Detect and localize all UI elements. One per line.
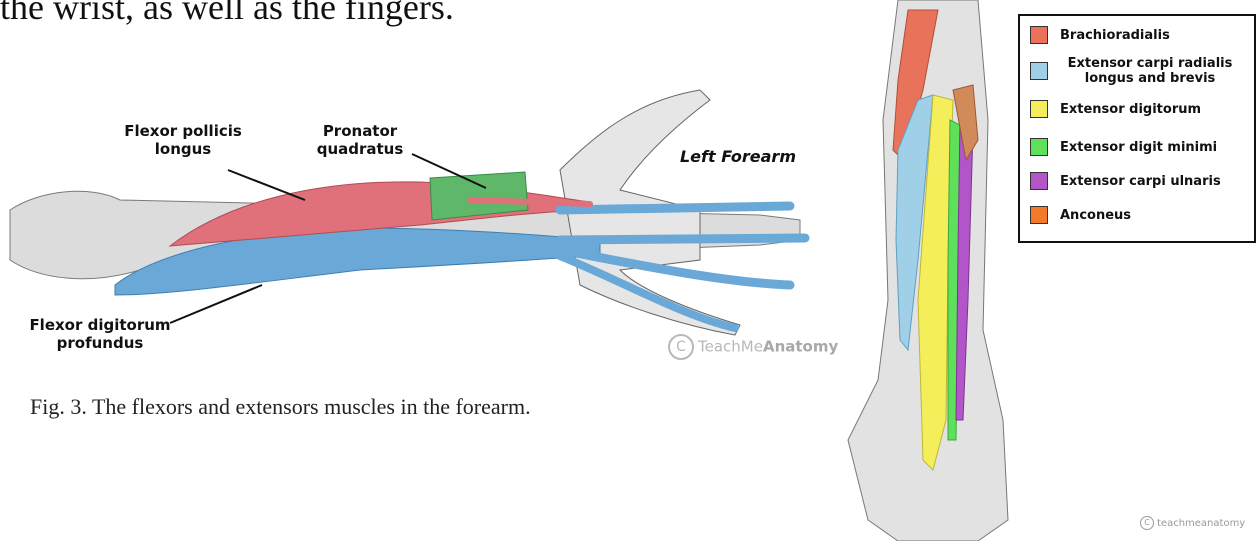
- legend-label: Extensor digit minimi: [1060, 140, 1217, 155]
- copyright-icon: C: [668, 334, 694, 360]
- watermark2-text: teachmeanatomy: [1157, 518, 1245, 529]
- legend-swatch: [1030, 26, 1048, 44]
- legend-label: Extensor carpi ulnaris: [1060, 174, 1221, 189]
- legend-label: Anconeus: [1060, 208, 1131, 223]
- figure-caption: Fig. 3. The flexors and extensors muscle…: [30, 394, 531, 420]
- copyright-icon: C: [1140, 516, 1154, 530]
- watermark-brand-bold: Anatomy: [763, 338, 838, 356]
- legend-swatch: [1030, 206, 1048, 224]
- forearm-extensors-illustration: [838, 0, 1018, 541]
- body-text-line: the wrist, as well as the fingers.: [0, 0, 454, 28]
- forearm-flexors-illustration: [0, 60, 840, 360]
- legend-swatch: [1030, 100, 1048, 118]
- label-pronator-quadratus: Pronator quadratus: [300, 122, 420, 158]
- legend-swatch: [1030, 172, 1048, 190]
- legend-swatch: [1030, 62, 1048, 80]
- legend-item: Extensor digit minimi: [1030, 138, 1217, 156]
- leader-line-fpl: [228, 170, 305, 200]
- legend-label: Brachioradialis: [1060, 28, 1170, 43]
- legend-item: Extensor carpi ulnaris: [1030, 172, 1221, 190]
- tendon: [560, 206, 790, 210]
- muscle-legend: Brachioradialis Extensor carpi radialis …: [1018, 14, 1256, 243]
- legend-item: Anconeus: [1030, 206, 1131, 224]
- label-flexor-pollicis-longus: Flexor pollicis longus: [108, 122, 258, 158]
- legend-item: Extensor digitorum: [1030, 100, 1201, 118]
- tendon: [560, 238, 805, 240]
- label-left-forearm: Left Forearm: [668, 148, 808, 166]
- legend-item: Brachioradialis: [1030, 26, 1170, 44]
- legend-label: Extensor digitorum: [1060, 102, 1201, 117]
- legend-swatch: [1030, 138, 1048, 156]
- watermark-brand-plain: TeachMe: [698, 338, 763, 356]
- label-flexor-digitorum-profundus: Flexor digitorum profundus: [20, 316, 180, 352]
- tendon: [470, 200, 590, 204]
- legend-label: Extensor carpi radialis longus and brevi…: [1060, 56, 1240, 86]
- legend-item: Extensor carpi radialis longus and brevi…: [1030, 56, 1240, 86]
